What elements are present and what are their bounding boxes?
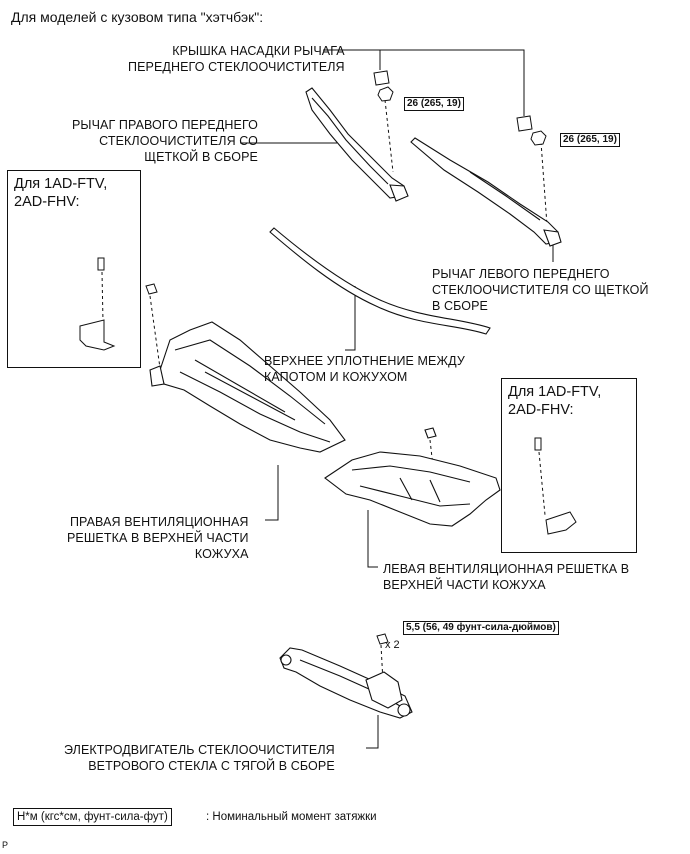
left-wiper-arm-icon bbox=[410, 137, 562, 247]
inset-right: Для 1AD-FTV, 2AD-FHV: bbox=[501, 378, 637, 553]
leader-motor bbox=[366, 715, 379, 749]
diagram-heading: Для моделей с кузовом типа "хэтчбэк": bbox=[11, 9, 264, 25]
label-right-arm: РЫЧАГ ПРАВОГО ПЕРЕДНЕГО СТЕКЛООЧИСТИТЕЛЯ… bbox=[72, 118, 258, 164]
right-wiper-arm-icon bbox=[305, 87, 409, 202]
leader-right-louver bbox=[265, 465, 279, 521]
cap-left-icon bbox=[516, 115, 533, 132]
left-louver-icon bbox=[324, 427, 501, 527]
dash-inset-right bbox=[538, 451, 546, 516]
nut-right-icon bbox=[377, 86, 394, 102]
motor-bolt-icon bbox=[376, 633, 389, 645]
torque-motor-bolt: 5,5 (56, 49 фунт-сила-дюймов) bbox=[403, 621, 559, 635]
wiper-motor-link-icon bbox=[279, 647, 413, 719]
leader-cap-left-arm bbox=[323, 49, 525, 116]
inset-right-title: Для 1AD-FTV, 2AD-FHV: bbox=[508, 384, 602, 418]
label-wiper-motor: ЭЛЕКТРОДВИГАТЕЛЬ СТЕКЛООЧИСТИТЕЛЯ ВЕТРОВ… bbox=[64, 743, 335, 773]
label-hood-seal: ВЕРХНЕЕ УПЛОТНЕНИЕ МЕЖДУ КАПОТОМ И КОЖУХ… bbox=[264, 354, 465, 384]
torque-left-nut: 26 (265, 19) bbox=[560, 133, 620, 147]
bolt-multiplier: x 2 bbox=[385, 639, 400, 651]
label-left-louver: ЛЕВАЯ ВЕНТИЛЯЦИОННАЯ РЕШЕТКА В ВЕРХНЕЙ Ч… bbox=[383, 562, 630, 592]
inset-left-parts-icon bbox=[79, 257, 116, 351]
inset-left-title: Для 1AD-FTV, 2AD-FHV: bbox=[14, 176, 108, 210]
clip-right-louver-icon bbox=[145, 283, 158, 295]
dash-inset-left bbox=[101, 271, 104, 323]
hood-seal-icon bbox=[269, 227, 491, 335]
label-right-louver: ПРАВАЯ ВЕНТИЛЯЦИОННАЯ РЕШЕТКА В ВЕРХНЕЙ … bbox=[67, 515, 249, 561]
dash-right-arm bbox=[384, 99, 394, 173]
cap-right-icon bbox=[373, 70, 390, 86]
leader-left-louver bbox=[367, 510, 378, 568]
inset-right-parts-icon bbox=[534, 437, 577, 535]
right-louver-icon bbox=[149, 321, 346, 453]
legend-text: : Номинальный момент затяжки bbox=[206, 811, 377, 823]
dash-right-louver-clip bbox=[149, 295, 161, 369]
legend-torque-unit-box: Н*м (кгс*см, фунт-сила-фут) bbox=[13, 808, 172, 826]
figure-code: P bbox=[2, 840, 9, 850]
torque-right-nut: 26 (265, 19) bbox=[404, 97, 464, 111]
label-cap: КРЫШКА НАСАДКИ РЫЧАГА ПЕРЕДНЕГО СТЕКЛООЧ… bbox=[128, 44, 345, 74]
leader-seal bbox=[345, 286, 356, 351]
dash-left-arm bbox=[540, 141, 548, 226]
label-left-arm: РЫЧАГ ЛЕВОГО ПЕРЕДНЕГО СТЕКЛООЧИСТИТЕЛЯ … bbox=[432, 267, 649, 313]
inset-left: Для 1AD-FTV, 2AD-FHV: bbox=[7, 170, 141, 368]
nut-left-icon bbox=[530, 130, 547, 146]
